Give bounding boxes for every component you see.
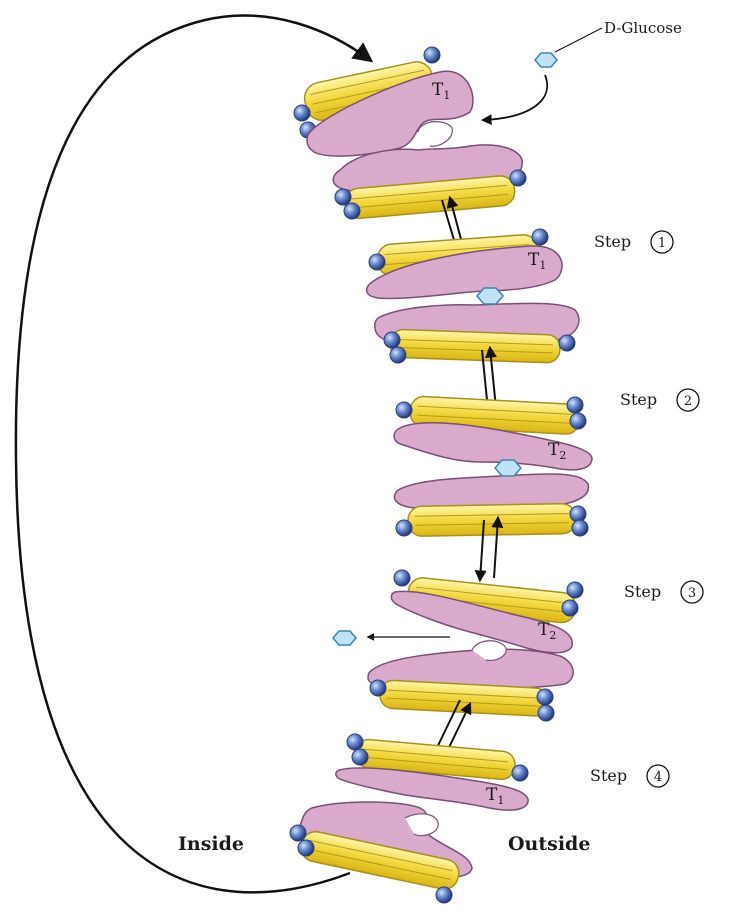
step-3-label: Step bbox=[624, 582, 661, 601]
step-2-label: Step bbox=[620, 390, 657, 409]
transporter-state-4: T2 bbox=[368, 570, 583, 721]
transporter-state-3: T2 bbox=[394, 396, 592, 537]
inside-label: Inside bbox=[178, 833, 244, 855]
t2-label-b: T2 bbox=[538, 620, 556, 642]
step-2-number: 2 bbox=[684, 394, 692, 409]
step-1-number: 1 bbox=[658, 236, 666, 251]
step-4-label: Step bbox=[590, 766, 627, 785]
step-1-label: Step bbox=[594, 232, 631, 251]
transporter-state-5: T1 bbox=[290, 734, 528, 903]
glucose-molecule-icon bbox=[535, 53, 557, 67]
transporter-state-1: T1 bbox=[294, 47, 526, 219]
outside-label: Outside bbox=[508, 833, 590, 855]
glucose-released-icon bbox=[333, 631, 356, 645]
glucose-label: D-Glucose bbox=[604, 19, 682, 37]
step-3-number: 3 bbox=[688, 586, 696, 601]
transporter-state-2: T1 bbox=[367, 229, 579, 363]
step-4-number: 4 bbox=[654, 770, 662, 785]
